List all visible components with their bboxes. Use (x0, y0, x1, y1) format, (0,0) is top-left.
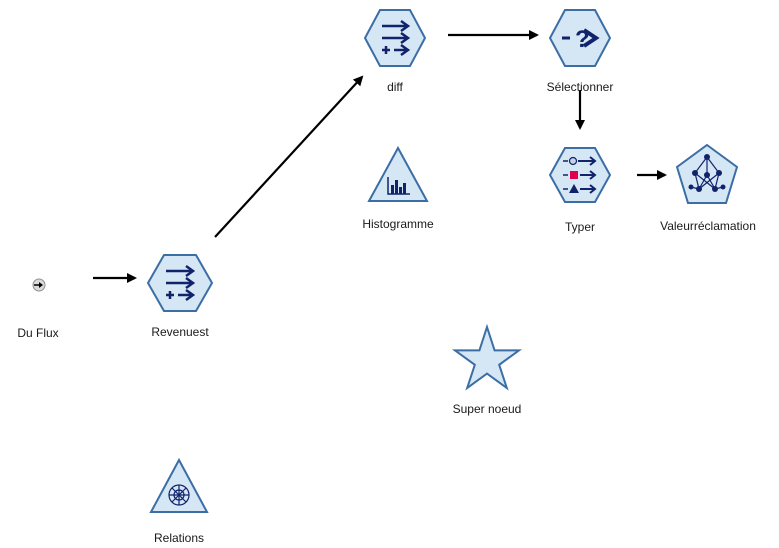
node-label: Sélectionner (546, 80, 614, 94)
node-label: Revenuest (151, 325, 209, 339)
web-icon (149, 457, 209, 513)
node-label: Relations (153, 531, 205, 545)
node-revenuest[interactable]: Revenuest (146, 254, 214, 339)
node-diff[interactable]: diff (363, 9, 427, 94)
node-du-flux[interactable]: Du Flux (17, 276, 59, 340)
neural-net-icon (675, 143, 739, 204)
node-label: Super noeud (452, 402, 522, 416)
node-label: Valeurréclamation (660, 219, 756, 233)
node-typer[interactable]: Typer (548, 147, 612, 234)
derive-icon (363, 9, 427, 67)
derive-icon (146, 254, 214, 312)
star-icon (451, 323, 523, 391)
histogram-icon (367, 145, 429, 202)
node-label: diff (387, 80, 403, 94)
node-label: Typer (564, 220, 595, 234)
select-icon: ? (548, 9, 612, 67)
node-valeurreclamation[interactable]: Valeurréclamation (660, 143, 756, 233)
type-icon (548, 147, 612, 203)
node-super-noeud[interactable]: Super noeud (451, 323, 523, 416)
node-histogramme[interactable]: Histogramme (362, 145, 434, 231)
node-relations[interactable]: Relations (149, 457, 209, 545)
link-revenuest-to-diff[interactable] (214, 75, 364, 238)
node-label: Du Flux (17, 326, 59, 340)
node-label: Histogramme (362, 217, 434, 231)
node-selectionner[interactable]: ? Sélectionner (547, 9, 613, 94)
stream-input-icon (32, 278, 46, 292)
